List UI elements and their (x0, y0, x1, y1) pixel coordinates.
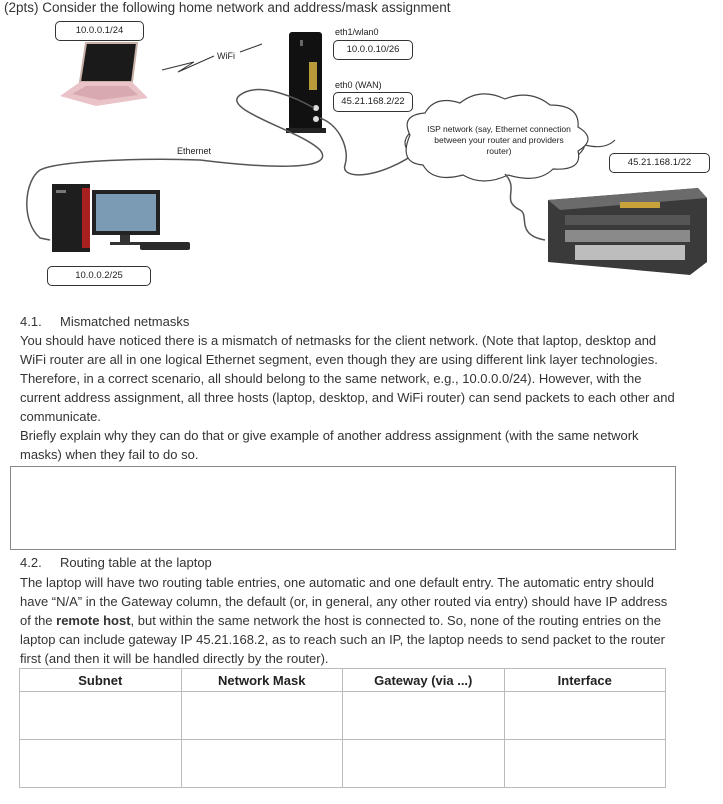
section-title: Mismatched netmasks (60, 314, 189, 329)
column-header: Subnet (20, 669, 182, 692)
paragraph-bold-text: remote host (56, 613, 130, 628)
column-header: Interface (504, 669, 666, 692)
section-4-2-paragraph: The laptop will have two routing table e… (20, 573, 680, 668)
eth1-ip-box: 10.0.0.10/26 (333, 40, 413, 60)
section-title: Routing table at the laptop (60, 555, 212, 570)
section-4-2-heading: 4.2.Routing table at the laptop (20, 555, 212, 570)
laptop-icon (60, 43, 148, 106)
table-cell[interactable] (181, 692, 343, 740)
wifi-router-icon (286, 32, 326, 133)
table-cell[interactable] (20, 692, 182, 740)
isp-cloud-label: ISP network (say, Ethernet connection be… (424, 124, 574, 157)
desktop-tower-icon (52, 184, 90, 252)
column-header: Gateway (via ...) (343, 669, 505, 692)
table-cell[interactable] (181, 740, 343, 788)
routing-table: Subnet Network Mask Gateway (via ...) In… (19, 668, 666, 788)
column-header: Network Mask (181, 669, 343, 692)
section-number: 4.1. (20, 314, 60, 329)
table-row (20, 740, 666, 788)
wifi-label: WiFi (217, 51, 235, 61)
wifi-link (162, 56, 214, 72)
isp-router-ip-box: 45.21.168.1/22 (609, 153, 710, 173)
table-row (20, 692, 666, 740)
table-header-row: Subnet Network Mask Gateway (via ...) In… (20, 669, 666, 692)
table-cell[interactable] (20, 740, 182, 788)
answer-text-area[interactable] (10, 466, 676, 550)
table-cell[interactable] (504, 692, 666, 740)
ethernet-label: Ethernet (175, 146, 213, 156)
eth1-label: eth1/wlan0 (335, 27, 379, 37)
monitor-icon (92, 190, 190, 250)
section-number: 4.2. (20, 555, 60, 570)
eth0-label: eth0 (WAN) (335, 80, 382, 90)
laptop-ip-box: 10.0.0.1/24 (55, 21, 144, 41)
eth0-ip-box: 45.21.168.2/22 (333, 92, 413, 112)
desktop-ip-box: 10.0.0.2/25 (47, 266, 151, 286)
table-cell[interactable] (343, 692, 505, 740)
isp-router-icon (548, 188, 707, 275)
section-4-1-heading: 4.1.Mismatched netmasks (20, 314, 189, 329)
table-cell[interactable] (504, 740, 666, 788)
section-4-1-question: Briefly explain why they can do that or … (20, 426, 680, 464)
section-4-1-paragraph: You should have noticed there is a misma… (20, 331, 680, 426)
table-cell[interactable] (343, 740, 505, 788)
